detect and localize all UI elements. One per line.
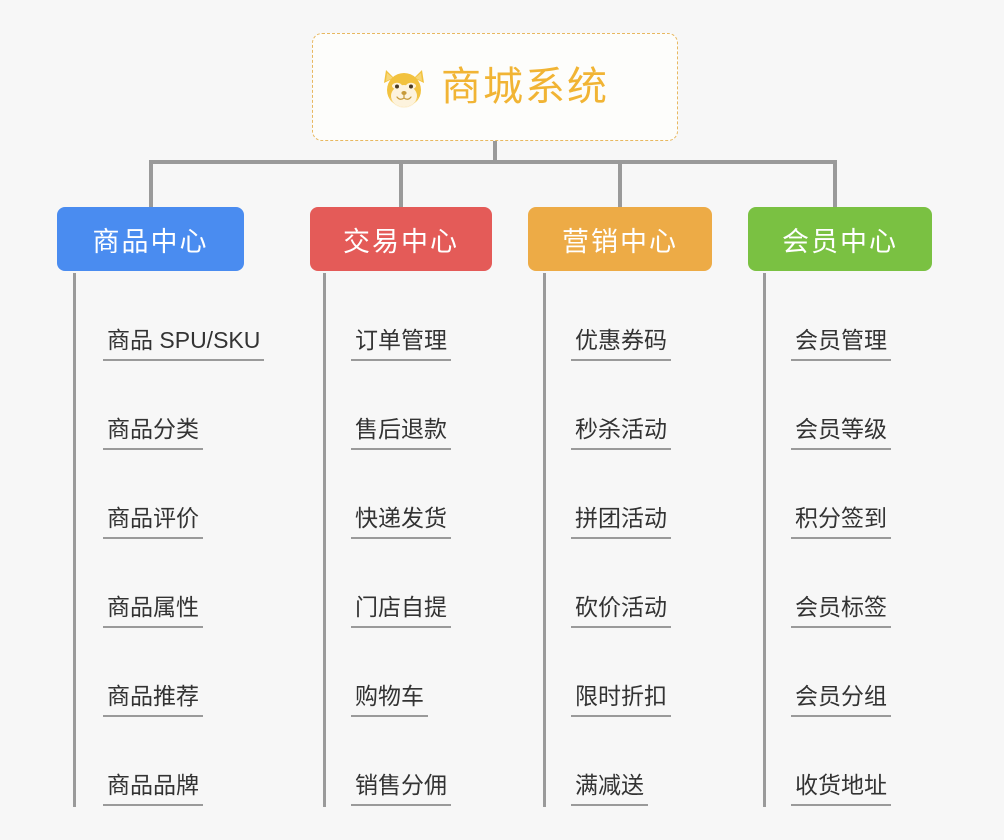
shiba-inu-face-icon [381, 64, 427, 110]
leaf-label: 商品品牌 [103, 772, 203, 806]
category-label: 交易中心 [343, 226, 459, 257]
root-title: 商城系统 [441, 65, 609, 109]
leaf-label: 积分签到 [791, 505, 891, 539]
list-item[interactable]: 门店自提 [351, 539, 451, 628]
list-item[interactable]: 优惠券码 [571, 272, 671, 361]
leaf-label: 销售分佣 [351, 772, 451, 806]
spine-product-center [73, 273, 76, 807]
list-item[interactable]: 快递发货 [351, 450, 451, 539]
list-item[interactable]: 购物车 [351, 628, 451, 717]
leaf-label: 满减送 [571, 772, 648, 806]
leaf-label: 商品分类 [103, 416, 203, 450]
list-item[interactable]: 秒杀活动 [571, 361, 671, 450]
connector-drop-member [833, 160, 837, 207]
list-item[interactable]: 积分签到 [791, 450, 891, 539]
connector-root-vertical [493, 141, 497, 164]
spine-trade-center [323, 273, 326, 807]
root-node[interactable]: 商城系统 [312, 33, 678, 141]
leaf-label: 会员管理 [791, 327, 891, 361]
leaf-label: 收货地址 [791, 772, 891, 806]
connector-drop-product [149, 160, 153, 207]
leaf-list-trade-center: 订单管理 售后退款 快递发货 门店自提 购物车 销售分佣 [351, 272, 451, 806]
leaf-label: 商品推荐 [103, 683, 203, 717]
list-item[interactable]: 商品属性 [103, 539, 264, 628]
category-label: 商品中心 [92, 226, 209, 257]
category-header-marketing-center[interactable]: 营销中心 [528, 207, 712, 271]
connector-horizontal-bus [149, 160, 837, 164]
spine-marketing-center [543, 273, 546, 807]
leaf-label: 订单管理 [351, 327, 451, 361]
list-item[interactable]: 收货地址 [791, 717, 891, 806]
leaf-label: 门店自提 [351, 594, 451, 628]
leaf-list-marketing-center: 优惠券码 秒杀活动 拼团活动 砍价活动 限时折扣 满减送 [571, 272, 671, 806]
list-item[interactable]: 限时折扣 [571, 628, 671, 717]
list-item[interactable]: 售后退款 [351, 361, 451, 450]
leaf-label: 会员标签 [791, 594, 891, 628]
list-item[interactable]: 商品推荐 [103, 628, 264, 717]
category-label: 营销中心 [562, 226, 678, 257]
list-item[interactable]: 会员标签 [791, 539, 891, 628]
list-item[interactable]: 商品 SPU/SKU [103, 272, 265, 361]
list-item[interactable]: 商品品牌 [103, 717, 264, 806]
list-item[interactable]: 砍价活动 [571, 539, 671, 628]
category-header-member-center[interactable]: 会员中心 [748, 207, 932, 271]
list-item[interactable]: 商品分类 [103, 361, 264, 450]
leaf-label: 快递发货 [351, 505, 451, 539]
list-item[interactable]: 满减送 [571, 717, 671, 806]
leaf-label: 售后退款 [351, 416, 451, 450]
list-item[interactable]: 会员管理 [791, 272, 891, 361]
list-item[interactable]: 商品评价 [103, 450, 264, 539]
list-item[interactable]: 会员等级 [791, 361, 891, 450]
leaf-label: 商品属性 [103, 594, 203, 628]
spine-member-center [763, 273, 766, 807]
category-label: 会员中心 [782, 226, 898, 257]
leaf-label: 砍价活动 [571, 594, 671, 628]
leaf-list-product-center: 商品 SPU/SKU 商品分类 商品评价 商品属性 商品推荐 商品品牌 [103, 272, 265, 806]
leaf-label: 秒杀活动 [571, 416, 671, 450]
leaf-list-member-center: 会员管理 会员等级 积分签到 会员标签 会员分组 收货地址 [791, 272, 891, 806]
list-item[interactable]: 拼团活动 [571, 450, 671, 539]
list-item[interactable]: 销售分佣 [351, 717, 451, 806]
connector-drop-marketing [618, 160, 622, 207]
leaf-label: 购物车 [351, 683, 428, 717]
leaf-label: 会员分组 [791, 683, 891, 717]
list-item[interactable]: 订单管理 [351, 272, 451, 361]
leaf-label: 商品 SPU/SKU [103, 327, 265, 361]
list-item[interactable]: 会员分组 [791, 628, 891, 717]
leaf-label: 限时折扣 [571, 683, 671, 717]
leaf-label: 商品评价 [103, 505, 203, 539]
leaf-label: 拼团活动 [571, 505, 671, 539]
connector-drop-trade [399, 160, 403, 207]
category-header-product-center[interactable]: 商品中心 [57, 207, 244, 271]
leaf-label: 会员等级 [791, 416, 891, 450]
leaf-label: 优惠券码 [571, 327, 671, 361]
category-header-trade-center[interactable]: 交易中心 [310, 207, 492, 271]
